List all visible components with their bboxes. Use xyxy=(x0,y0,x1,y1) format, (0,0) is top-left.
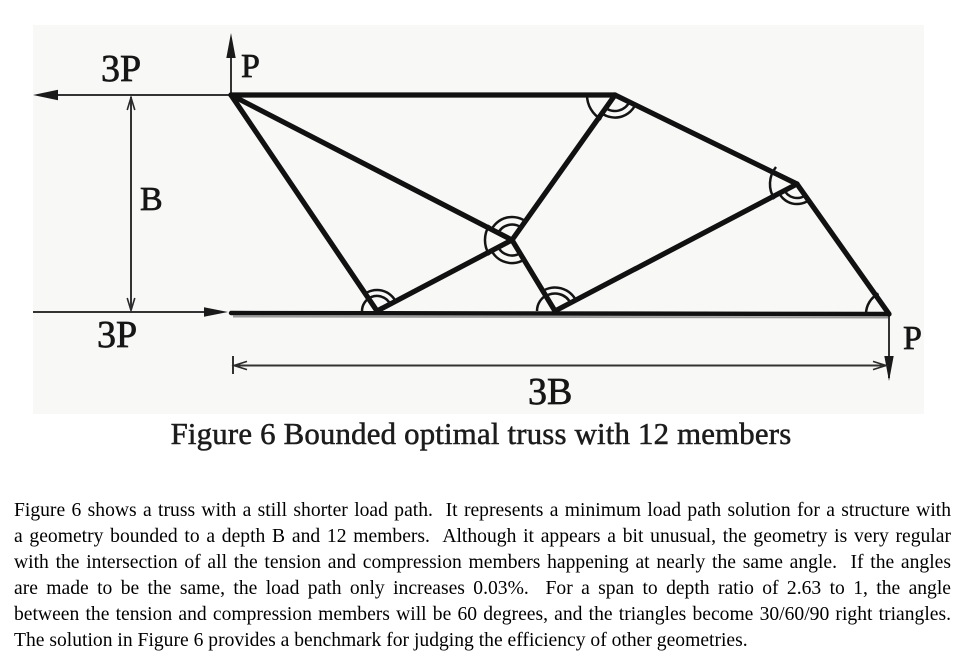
svg-text:P: P xyxy=(241,48,260,85)
svg-text:P: P xyxy=(903,320,922,357)
svg-text:B: B xyxy=(140,181,163,218)
svg-text:3P: 3P xyxy=(97,314,137,356)
svg-text:3P: 3P xyxy=(101,48,141,90)
svg-text:3B: 3B xyxy=(528,371,572,413)
